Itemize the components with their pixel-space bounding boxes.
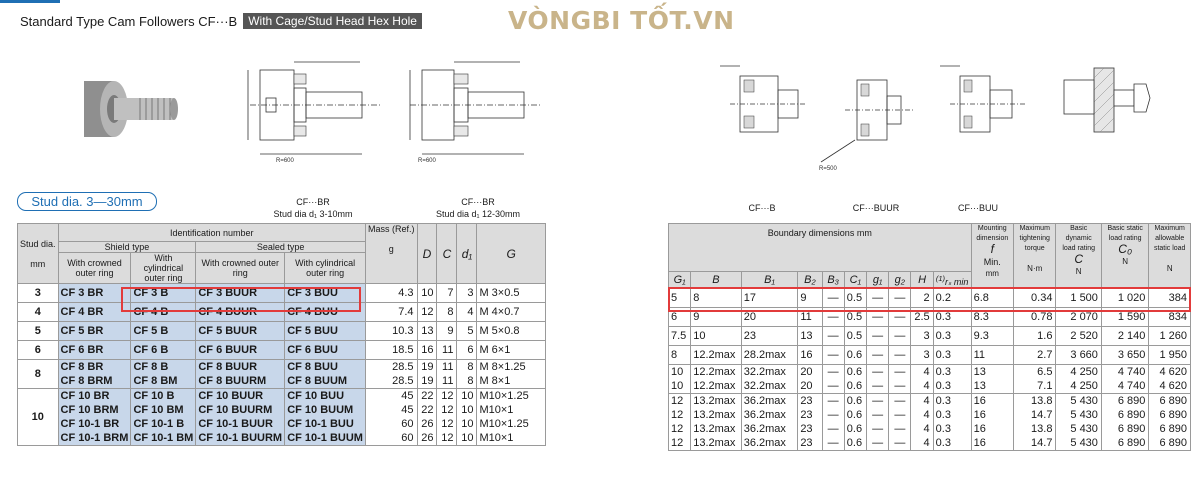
drawing-cf-buu: [940, 65, 1025, 133]
left-spec-table: Stud dia.mm Identification number Mass (…: [17, 223, 546, 446]
cam-follower-product-image: [84, 81, 178, 137]
col-B2-header: B₂: [797, 271, 823, 289]
boundary-header: Boundary dimensions mm: [668, 223, 972, 272]
watermark-logo: VÒNGBI TỐT.VN: [508, 6, 735, 35]
radius-label: R=600: [418, 158, 437, 164]
radius-label: R=600: [276, 158, 295, 164]
drawing-cf-br-small: R=600: [247, 61, 380, 164]
right-spec-table: Boundary dimensions mm Mounting dimensio…: [667, 223, 1191, 451]
ident-header: Identification number: [57, 223, 366, 242]
drawing-cf-br-large: R=600: [409, 61, 540, 164]
col-C-header: C: [436, 223, 458, 284]
highlight-box-right: [668, 287, 1191, 312]
stud-dia-header: Stud dia.mm: [17, 223, 59, 284]
mass-header: Mass (Ref.)g: [364, 223, 418, 284]
col-B3-header: B₃: [821, 271, 845, 289]
top-accent-rule: [0, 0, 60, 3]
col-d1-header: d₁: [456, 223, 478, 284]
col-H-header: H: [910, 271, 934, 289]
caption-br-large: CF···BR Stud dia d₁ 12-30mm: [435, 197, 521, 219]
crowned-sealed-header: With crowned outer ring: [195, 252, 286, 284]
col-C1-header: C₁: [843, 271, 868, 289]
caption-buur: CF···BUUR: [852, 203, 900, 213]
col-G1-header: G₁: [667, 271, 692, 289]
caption-b: CF···B: [748, 203, 776, 213]
col-rs-header: (1)rₛ min: [932, 271, 972, 289]
col-G-header: G: [476, 223, 546, 284]
page-title-text: Standard Type Cam Followers CF···B: [20, 13, 238, 29]
crowned-header: With crowned outer ring: [57, 252, 132, 284]
caption-br-small: CF···BR Stud dia d₁ 3-10mm: [273, 197, 353, 219]
col-D-header: D: [416, 223, 438, 284]
drawing-cf-b: [720, 65, 805, 133]
caption-buu: CF···BUU: [958, 203, 998, 213]
page-title: Standard Type Cam Followers CF···B With …: [20, 13, 422, 29]
stud-range-badge: Stud dia. 3—30mm: [17, 192, 157, 211]
shield-type-header: Shield type: [57, 241, 197, 253]
col-B1-header: B₁: [740, 271, 799, 289]
col-g1-header: g₁: [865, 271, 890, 289]
cylindrical-sealed-header: With cylindrical outer ring: [284, 252, 366, 284]
radius-label: R=500: [819, 166, 838, 172]
col-B-header: B: [690, 271, 742, 289]
variant-tag: With Cage/Stud Head Hex Hole: [243, 13, 422, 29]
sealed-type-header: Sealed type: [195, 241, 366, 253]
highlight-box-left: [121, 287, 361, 312]
col-g2-header: g₂: [888, 271, 912, 289]
drawing-cf-buur: R=500: [819, 79, 915, 172]
cylindrical-header: With cylindrical outer ring: [130, 252, 197, 284]
drawing-mounting: [1063, 67, 1151, 133]
